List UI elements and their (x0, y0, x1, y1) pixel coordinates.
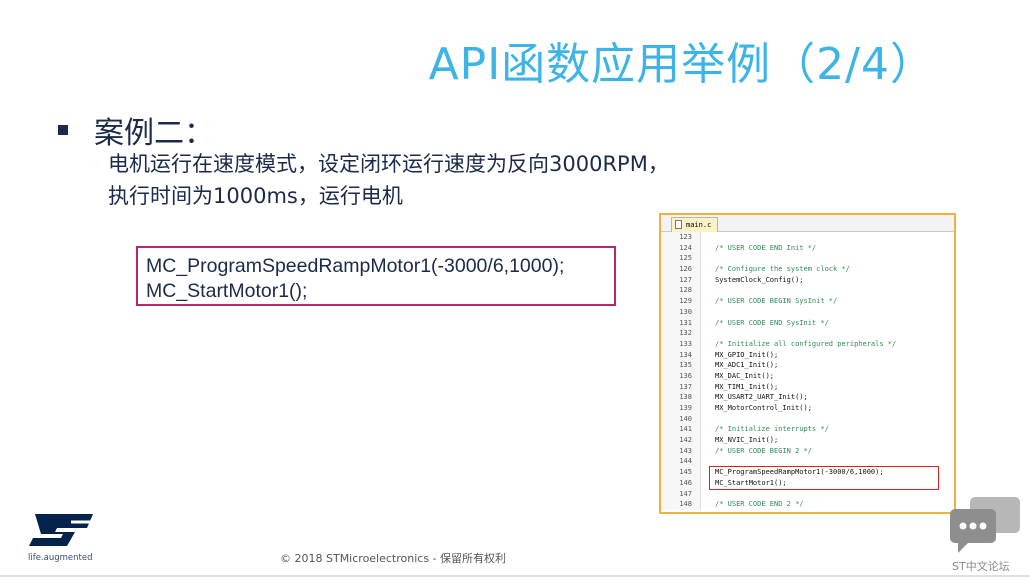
line-number: 130 (661, 306, 701, 318)
line-number: 147 (661, 488, 701, 500)
line-code: MC_ProgramSpeedRampMotor1(-3000/6,1000); (715, 468, 884, 477)
editor-line: 133 /* Initialize all configured peripher… (661, 338, 954, 350)
editor-line: 144 (661, 456, 954, 468)
line-number: 138 (661, 392, 701, 403)
line-code (701, 232, 715, 243)
editor-line: 147 (661, 488, 954, 500)
line-number: 145 (661, 467, 701, 478)
line-number: 131 (661, 317, 701, 329)
line-code: /* USER CODE BEGIN SysInit */ (715, 297, 838, 306)
line-code: MX_MotorControl_Init(); (715, 404, 812, 412)
editor-line: 124 /* USER CODE END Init */ (661, 242, 954, 254)
forum-label[interactable]: ST中文论坛 (952, 560, 1010, 573)
editor-line: 141 /* Initialize interrupts */ (661, 424, 954, 436)
copyright-text: © 2018 STMicroelectronics - 保留所有权利 (280, 552, 507, 565)
line-number: 124 (661, 242, 701, 254)
line-number: 141 (661, 424, 701, 436)
editor-line: 130 (661, 306, 954, 318)
line-code: MC_StartMotor1(); (715, 478, 787, 487)
editor-line: 131 /* USER CODE END SysInit */ (661, 317, 954, 329)
line-number: 127 (661, 274, 701, 286)
line-number: 136 (661, 370, 701, 382)
editor-line: 146 MC_StartMotor1(); (661, 477, 954, 489)
bullet-heading: 案例二： (58, 108, 214, 152)
line-number: 143 (661, 445, 701, 457)
line-code: /* USER CODE END Init */ (715, 243, 817, 252)
editor-line: 126 /* Configure the system clock */ (661, 264, 954, 275)
line-number: 146 (661, 477, 701, 489)
line-code: MX_GPIO_Init(); (715, 350, 779, 359)
line-code: MX_NVIC_Init(); (715, 436, 779, 445)
tagline: life.augmented (28, 553, 93, 563)
editor-line: 137 MX_TIM1_Init(); (661, 381, 954, 393)
line-code (701, 328, 715, 339)
editor-tab-bar: main.c (661, 215, 954, 232)
footer-divider (0, 575, 1030, 577)
editor-line: 143 /* USER CODE BEGIN 2 */ (661, 445, 954, 457)
editor-line: 142 MX_NVIC_Init(); (661, 435, 954, 446)
line-code: /* Initialize interrupts */ (715, 425, 829, 434)
code-line-1: MC_ProgramSpeedRampMotor1(-3000/6,1000); (146, 255, 565, 277)
editor-line: 145 MC_ProgramSpeedRampMotor1(-3000/6,100… (661, 467, 954, 478)
line-number: 125 (661, 253, 701, 265)
bullet-marker (58, 125, 68, 135)
line-number: 123 (661, 232, 701, 243)
line-code: SystemClock_Config(); (715, 275, 804, 284)
line-code: MX_USART2_UART_Init(); (715, 393, 808, 402)
editor-line: 132 (661, 328, 954, 339)
description-line-2: 执行时间为1000ms，运行电机 (108, 184, 403, 208)
line-number: 135 (661, 360, 701, 371)
line-code: /* Configure the system clock */ (715, 265, 850, 274)
line-number: 142 (661, 435, 701, 446)
editor-line: 139 MX_MotorControl_Init(); (661, 403, 954, 414)
editor-line: 136 MX_DAC_Init(); (661, 370, 954, 382)
line-code: MX_TIM1_Init(); (715, 382, 779, 391)
line-code (701, 414, 715, 425)
line-number: 140 (661, 413, 701, 425)
editor-line: 123 (661, 232, 954, 243)
slide-title: API函数应用举例（2/4） (428, 39, 935, 90)
line-code (701, 489, 715, 500)
line-code (701, 307, 715, 318)
editor-line: 148 /* USER CODE END 2 */ (661, 499, 954, 510)
code-line-2: MC_StartMotor1(); (146, 280, 308, 302)
bullet-text: 案例二： (94, 116, 214, 151)
file-icon (675, 220, 682, 229)
editor-line: 129 /* USER CODE BEGIN SysInit */ (661, 296, 954, 307)
st-logo-icon (27, 512, 97, 552)
line-code: /* USER CODE END 2 */ (715, 500, 804, 509)
line-number: 139 (661, 403, 701, 414)
line-number: 134 (661, 349, 701, 361)
editor-line: 140 (661, 413, 954, 425)
line-code: MX_DAC_Init(); (715, 371, 775, 380)
editor-line: 135 MX_ADC1_Init(); (661, 360, 954, 371)
code-snippet-box: MC_ProgramSpeedRampMotor1(-3000/6,1000);… (136, 246, 616, 306)
line-number: 126 (661, 264, 701, 275)
description-line-1: 电机运行在速度模式，设定闭环运行速度为反向3000RPM， (108, 152, 669, 176)
editor-line: 125 (661, 253, 954, 265)
line-number: 128 (661, 285, 701, 297)
line-number: 132 (661, 328, 701, 339)
editor-line: 134 MX_GPIO_Init(); (661, 349, 954, 361)
line-code: MX_ADC1_Init(); (715, 361, 779, 370)
line-number: 137 (661, 381, 701, 393)
editor-line: 138 MX_USART2_UART_Init(); (661, 392, 954, 403)
line-number: 133 (661, 338, 701, 350)
line-number: 144 (661, 456, 701, 468)
line-number: 129 (661, 296, 701, 307)
line-code: /* USER CODE END SysInit */ (715, 318, 829, 327)
editor-line: 127 SystemClock_Config(); (661, 274, 954, 286)
tab-label: main.c (686, 221, 712, 229)
line-code: /* USER CODE BEGIN 2 */ (715, 446, 812, 455)
line-code (701, 285, 715, 296)
tab-main-c[interactable]: main.c (671, 217, 719, 232)
chat-bubble-icon[interactable] (950, 495, 1022, 557)
line-number: 148 (661, 499, 701, 510)
line-code (701, 253, 715, 264)
editor-line: 128 (661, 285, 954, 297)
highlight-box (709, 466, 939, 490)
line-code: /* Initialize all configured peripherals… (715, 339, 897, 348)
